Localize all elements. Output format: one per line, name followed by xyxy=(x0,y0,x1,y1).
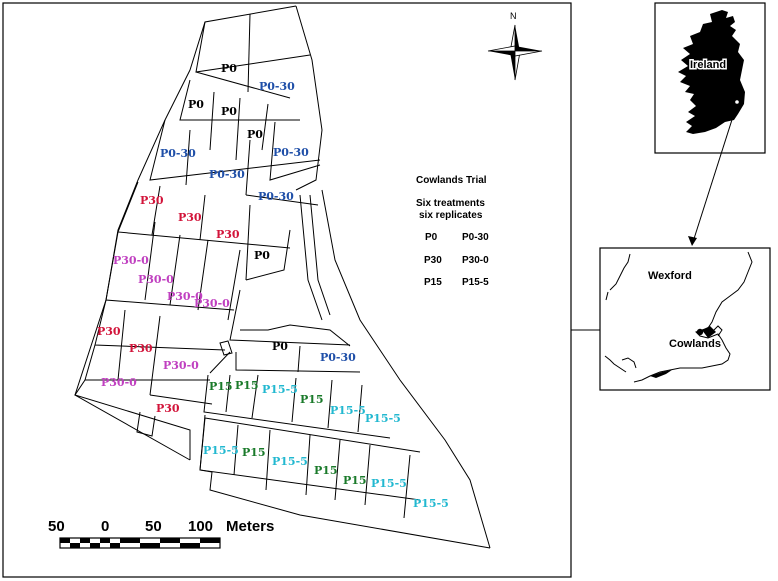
plot-label: P30 xyxy=(129,342,153,355)
coastline-estuary xyxy=(711,325,723,337)
coastline-west xyxy=(604,355,627,373)
plot-label: P15 xyxy=(242,446,266,459)
legend-entry: P0 xyxy=(425,232,438,243)
cowlands-label: Cowlands xyxy=(669,338,721,350)
location-dot xyxy=(734,99,740,105)
scale-tick-label: 0 xyxy=(101,518,109,535)
cowlands-label-halo: Cowlands xyxy=(669,338,721,350)
legend-entry: P15-5 xyxy=(462,277,489,288)
legend-subtitle: Six treatments xyxy=(416,198,485,209)
plot-label: P15-5 xyxy=(262,383,298,396)
plot-label: P0-30 xyxy=(273,146,309,159)
plot-label: P15-5 xyxy=(330,404,366,417)
legend-title: Cowlands Trial xyxy=(416,175,487,186)
legend-entry: P15 xyxy=(424,277,442,288)
legend: Cowlands Trial Six treatments six replic… xyxy=(416,175,489,288)
legend-entry: P0-30 xyxy=(462,232,489,243)
plot-label: P30-0 xyxy=(138,273,174,286)
location-pointer xyxy=(691,103,738,246)
coastline-west xyxy=(621,357,637,369)
plot-label: P30-0 xyxy=(163,359,199,372)
plot-labels: P0 P0-30 P0 P0 P0 P0-30 P0-30 P0-30 P0-3… xyxy=(97,62,449,510)
plot-label: P30 xyxy=(140,194,164,207)
county-boundary xyxy=(609,253,631,291)
plot-label: P15 xyxy=(300,393,324,406)
ireland-label: Ireland xyxy=(690,59,726,71)
wexford-label: Wexford xyxy=(648,270,692,282)
plot-label: P30-0 xyxy=(101,376,137,389)
plot-label: P30-0 xyxy=(194,297,230,310)
scale-tick-label: 50 xyxy=(145,518,162,535)
ireland-outline xyxy=(678,10,745,134)
arrow-head-icon xyxy=(688,236,697,246)
plot-label: P15 xyxy=(209,380,233,393)
main-map-frame xyxy=(2,2,572,578)
plot-label: P0 xyxy=(188,98,204,111)
legend-entry: P30 xyxy=(424,255,442,266)
plot-label: P0 xyxy=(221,105,237,118)
coastline xyxy=(633,251,753,383)
plot-label: P15-5 xyxy=(203,444,239,457)
plot-label: P15-5 xyxy=(413,497,449,510)
field-boundary xyxy=(74,5,491,549)
scale-tick-label: 100 xyxy=(188,518,213,535)
scale-bar: 50 0 50 100 Meters xyxy=(48,518,274,549)
north-label: N xyxy=(510,11,517,21)
plot-label: P0-30 xyxy=(259,80,295,93)
legend-subtitle: six replicates xyxy=(419,210,483,221)
plot-label: P30 xyxy=(216,228,240,241)
county-boundary xyxy=(605,291,609,301)
ireland-label-halo: Ireland xyxy=(690,59,726,71)
plot-label: P0 xyxy=(254,249,270,262)
plot-label: P15 xyxy=(314,464,338,477)
inset-ireland: Ireland Ireland xyxy=(654,2,766,246)
plot-label: P0 xyxy=(247,128,263,141)
plot-label: P30-0 xyxy=(113,254,149,267)
plot-label: P15-5 xyxy=(371,477,407,490)
plot-label: P30 xyxy=(178,211,202,224)
scale-tick-label: 50 xyxy=(48,518,65,535)
plot-label: P0-30 xyxy=(209,168,245,181)
plot-label: P0-30 xyxy=(160,147,196,160)
plot-label: P15-5 xyxy=(272,455,308,468)
cowlands-location-icon xyxy=(696,328,704,336)
plot-label: P15-5 xyxy=(365,412,401,425)
plot-label: P30 xyxy=(97,325,121,338)
plot-label: P30 xyxy=(156,402,180,415)
legend-entry: P30-0 xyxy=(462,255,489,266)
inset-wexford: Wexford Cowlands Cowlands xyxy=(599,247,771,391)
plot-label: P30-0 xyxy=(167,290,203,303)
plot-label: P15 xyxy=(343,474,367,487)
north-arrow: N xyxy=(487,11,543,81)
scale-unit: Meters xyxy=(226,518,274,535)
plot-label: P15 xyxy=(235,379,259,392)
plot-divider-lines xyxy=(74,13,421,519)
plot-label: P0-30 xyxy=(320,351,356,364)
shoreline-shade xyxy=(650,370,672,378)
harbour-shade xyxy=(702,326,716,338)
plot-label: P0-30 xyxy=(258,190,294,203)
plot-label: P0 xyxy=(272,340,288,353)
plot-label: P0 xyxy=(221,62,237,75)
